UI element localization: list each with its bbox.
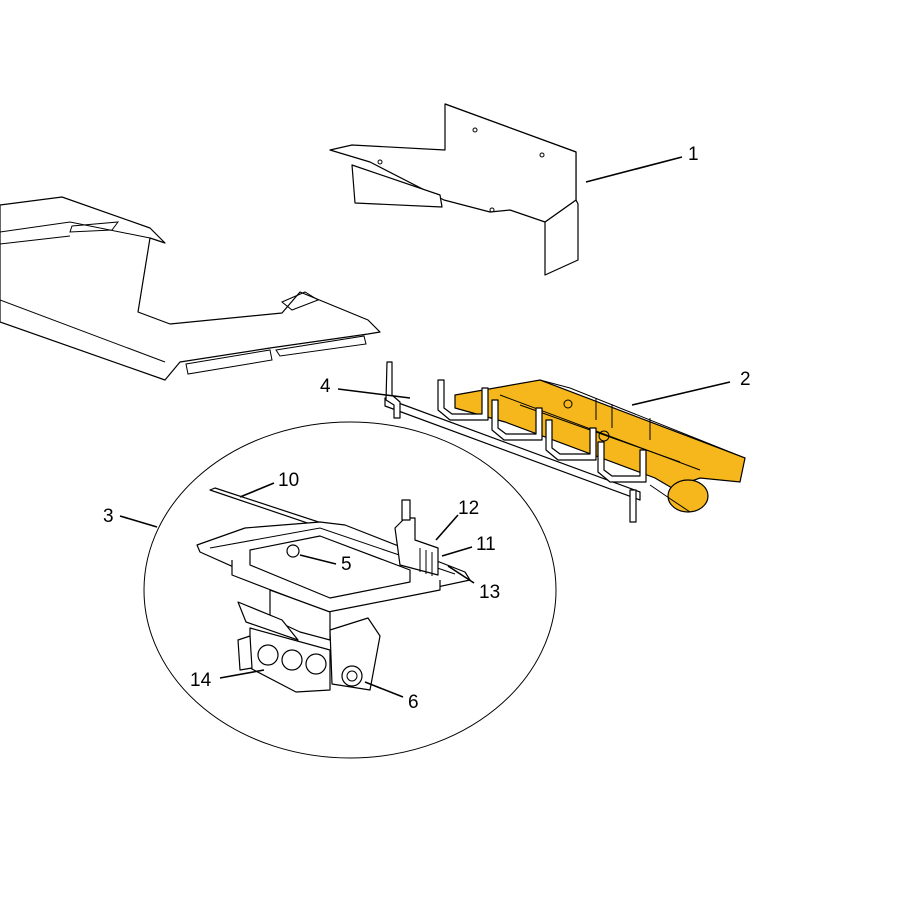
valve-assembly (237, 589, 381, 693)
callout-1: 1 (688, 144, 699, 165)
leader-14 (219, 669, 265, 679)
callout-12: 12 (458, 498, 479, 519)
leader-11 (441, 546, 473, 557)
leader-10 (239, 482, 275, 498)
callout-11: 11 (476, 534, 496, 555)
leader-3 (119, 515, 158, 528)
leader-5 (299, 554, 337, 565)
burner-box-assembly (196, 499, 471, 613)
burner-tray-part-2 (454, 379, 746, 513)
bracket-part-1 (329, 103, 579, 276)
callout-5: 5 (341, 554, 352, 575)
callout-6: 6 (408, 692, 419, 713)
callout-4: 4 (320, 376, 331, 397)
leader-12 (435, 514, 459, 541)
leader-2 (631, 381, 731, 406)
leader-4 (337, 388, 411, 399)
leader-6 (364, 681, 404, 698)
leader-lines (119, 156, 731, 698)
callout-13: 13 (479, 582, 500, 603)
leader-13 (447, 565, 475, 584)
callout-10: 10 (278, 470, 299, 491)
leader-1 (585, 156, 683, 183)
callout-2: 2 (740, 369, 751, 390)
callout-14: 14 (190, 670, 212, 691)
detail-circle (143, 421, 557, 759)
callout-3: 3 (103, 506, 114, 527)
callout-labels: 1 2 3 4 5 6 10 11 12 13 14 (103, 144, 751, 713)
top-cover-panel (0, 196, 381, 381)
burner-rail-part-4 (384, 361, 647, 523)
